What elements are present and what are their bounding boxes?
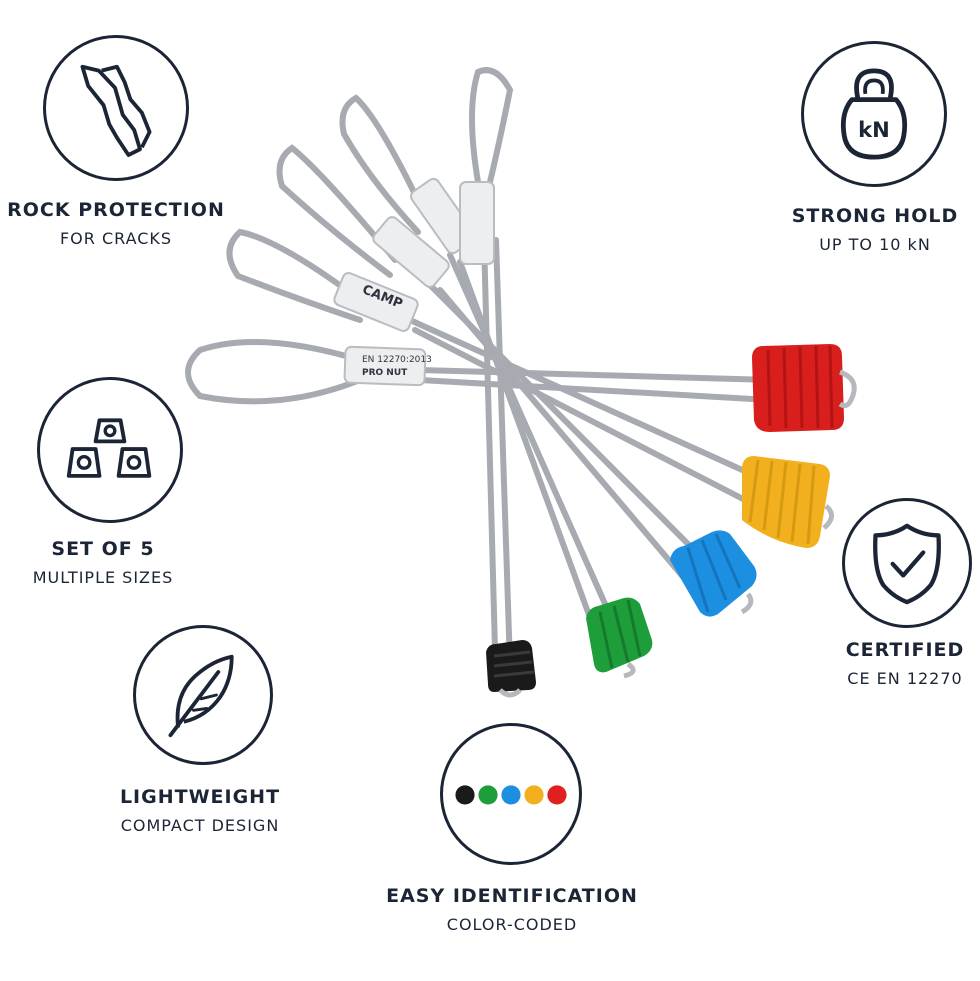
feature-title: EASY IDENTIFICATION <box>386 885 638 907</box>
easy-identification-caption: EASY IDENTIFICATION COLOR-CODED <box>382 884 642 936</box>
nut-yellow <box>742 456 834 548</box>
nut-green <box>586 597 653 679</box>
rock-protection-caption: ROCK PROTECTION FOR CRACKS <box>0 198 232 250</box>
certified-caption: CERTIFIED CE EN 12270 <box>830 638 980 690</box>
set-of-5-caption: SET OF 5 MULTIPLE SIZES <box>0 537 206 589</box>
feature-subtitle: FOR CRACKS <box>59 229 173 248</box>
sleeve-standard-text: EN 12270:2013 <box>362 355 432 365</box>
strong-hold-caption: STRONG HOLD UP TO 10 kN <box>760 204 980 256</box>
nut-blue <box>670 530 757 617</box>
feature-subtitle: MULTIPLE SIZES <box>32 568 174 587</box>
set-of-5-badge <box>37 377 183 523</box>
feature-subtitle: COMPACT DESIGN <box>120 816 280 835</box>
cable-sleeves <box>333 177 495 387</box>
wire-cables <box>185 67 773 668</box>
yellow-dot <box>524 785 544 805</box>
kettlebell-icon: kN <box>840 68 908 160</box>
easy-identification-badge <box>440 723 582 865</box>
color-dots-icon <box>455 785 567 805</box>
nut-set-illustration: EN 12270:2013 PRO NUT CAMP <box>185 67 857 698</box>
lightweight-caption: LIGHTWEIGHT COMPACT DESIGN <box>100 785 300 837</box>
nut-set-icon <box>66 418 152 478</box>
nut-black <box>486 640 536 698</box>
lightweight-badge <box>133 625 273 765</box>
feature-subtitle: COLOR-CODED <box>446 915 578 934</box>
feature-title: SET OF 5 <box>51 538 155 560</box>
shield-check-icon <box>873 523 941 605</box>
feature-subtitle: CE EN 12270 <box>847 669 963 688</box>
strong-hold-badge: kN <box>801 41 947 187</box>
red-dot <box>547 785 567 805</box>
feature-subtitle: UP TO 10 kN <box>819 235 931 254</box>
feature-title: LIGHTWEIGHT <box>119 786 281 808</box>
nut-red <box>752 344 857 432</box>
rock-protection-badge <box>43 35 189 181</box>
certified-badge <box>842 498 972 628</box>
feature-title: CERTIFIED <box>845 639 965 661</box>
feather-icon <box>168 654 234 738</box>
rock-crack-icon <box>80 64 152 157</box>
green-dot <box>478 785 498 805</box>
blue-dot <box>501 785 521 805</box>
sleeve-model-text: PRO NUT <box>362 368 408 378</box>
kn-label: kN <box>858 117 890 142</box>
feature-title: STRONG HOLD <box>791 205 959 227</box>
black-dot <box>455 785 475 805</box>
feature-title: ROCK PROTECTION <box>7 199 225 221</box>
